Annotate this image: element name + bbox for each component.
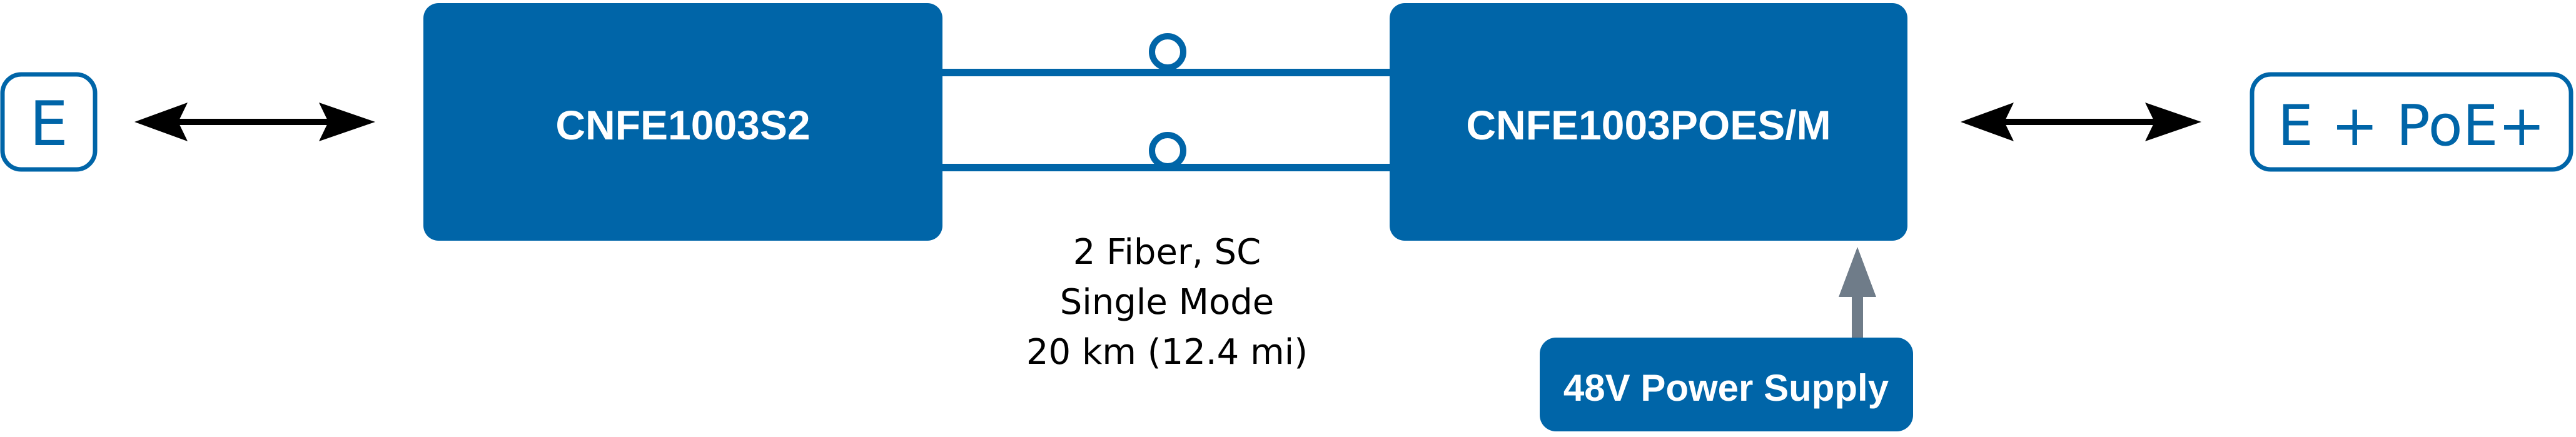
fiber-connector-icon [1149, 33, 1186, 71]
fiber-spec-line-2: Single Mode [1060, 282, 1275, 323]
left-double-arrow-icon [134, 103, 375, 141]
fiber-link [942, 33, 1390, 171]
power-supply-label: 48V Power Supply [1563, 367, 1889, 409]
device-right-model: CNFE1003POES/M [1466, 102, 1831, 148]
fiber-line-top [942, 69, 1390, 76]
fiber-connector-icon [1149, 132, 1186, 169]
left-endpoint: E [0, 72, 98, 172]
right-double-arrow-icon [1961, 103, 2201, 141]
power-supply: 48V Power Supply [1540, 338, 1913, 431]
device-right: CNFE1003POES/M [1390, 3, 1907, 241]
fiber-spec-line-3: 20 km (12.4 mi) [1026, 332, 1308, 373]
power-up-arrow-icon [1839, 247, 1876, 339]
device-left-model: CNFE1003S2 [555, 102, 810, 148]
left-endpoint-label: E [29, 89, 68, 160]
fiber-spec-line-1: 2 Fiber, SC [1073, 232, 1261, 273]
right-endpoint-label: E + PoE+ [2278, 93, 2545, 159]
right-endpoint: E + PoE+ [2250, 72, 2573, 172]
device-left: CNFE1003S2 [423, 3, 942, 241]
fiber-spec: 2 Fiber, SC Single Mode 20 km (12.4 mi) [1026, 232, 1308, 373]
